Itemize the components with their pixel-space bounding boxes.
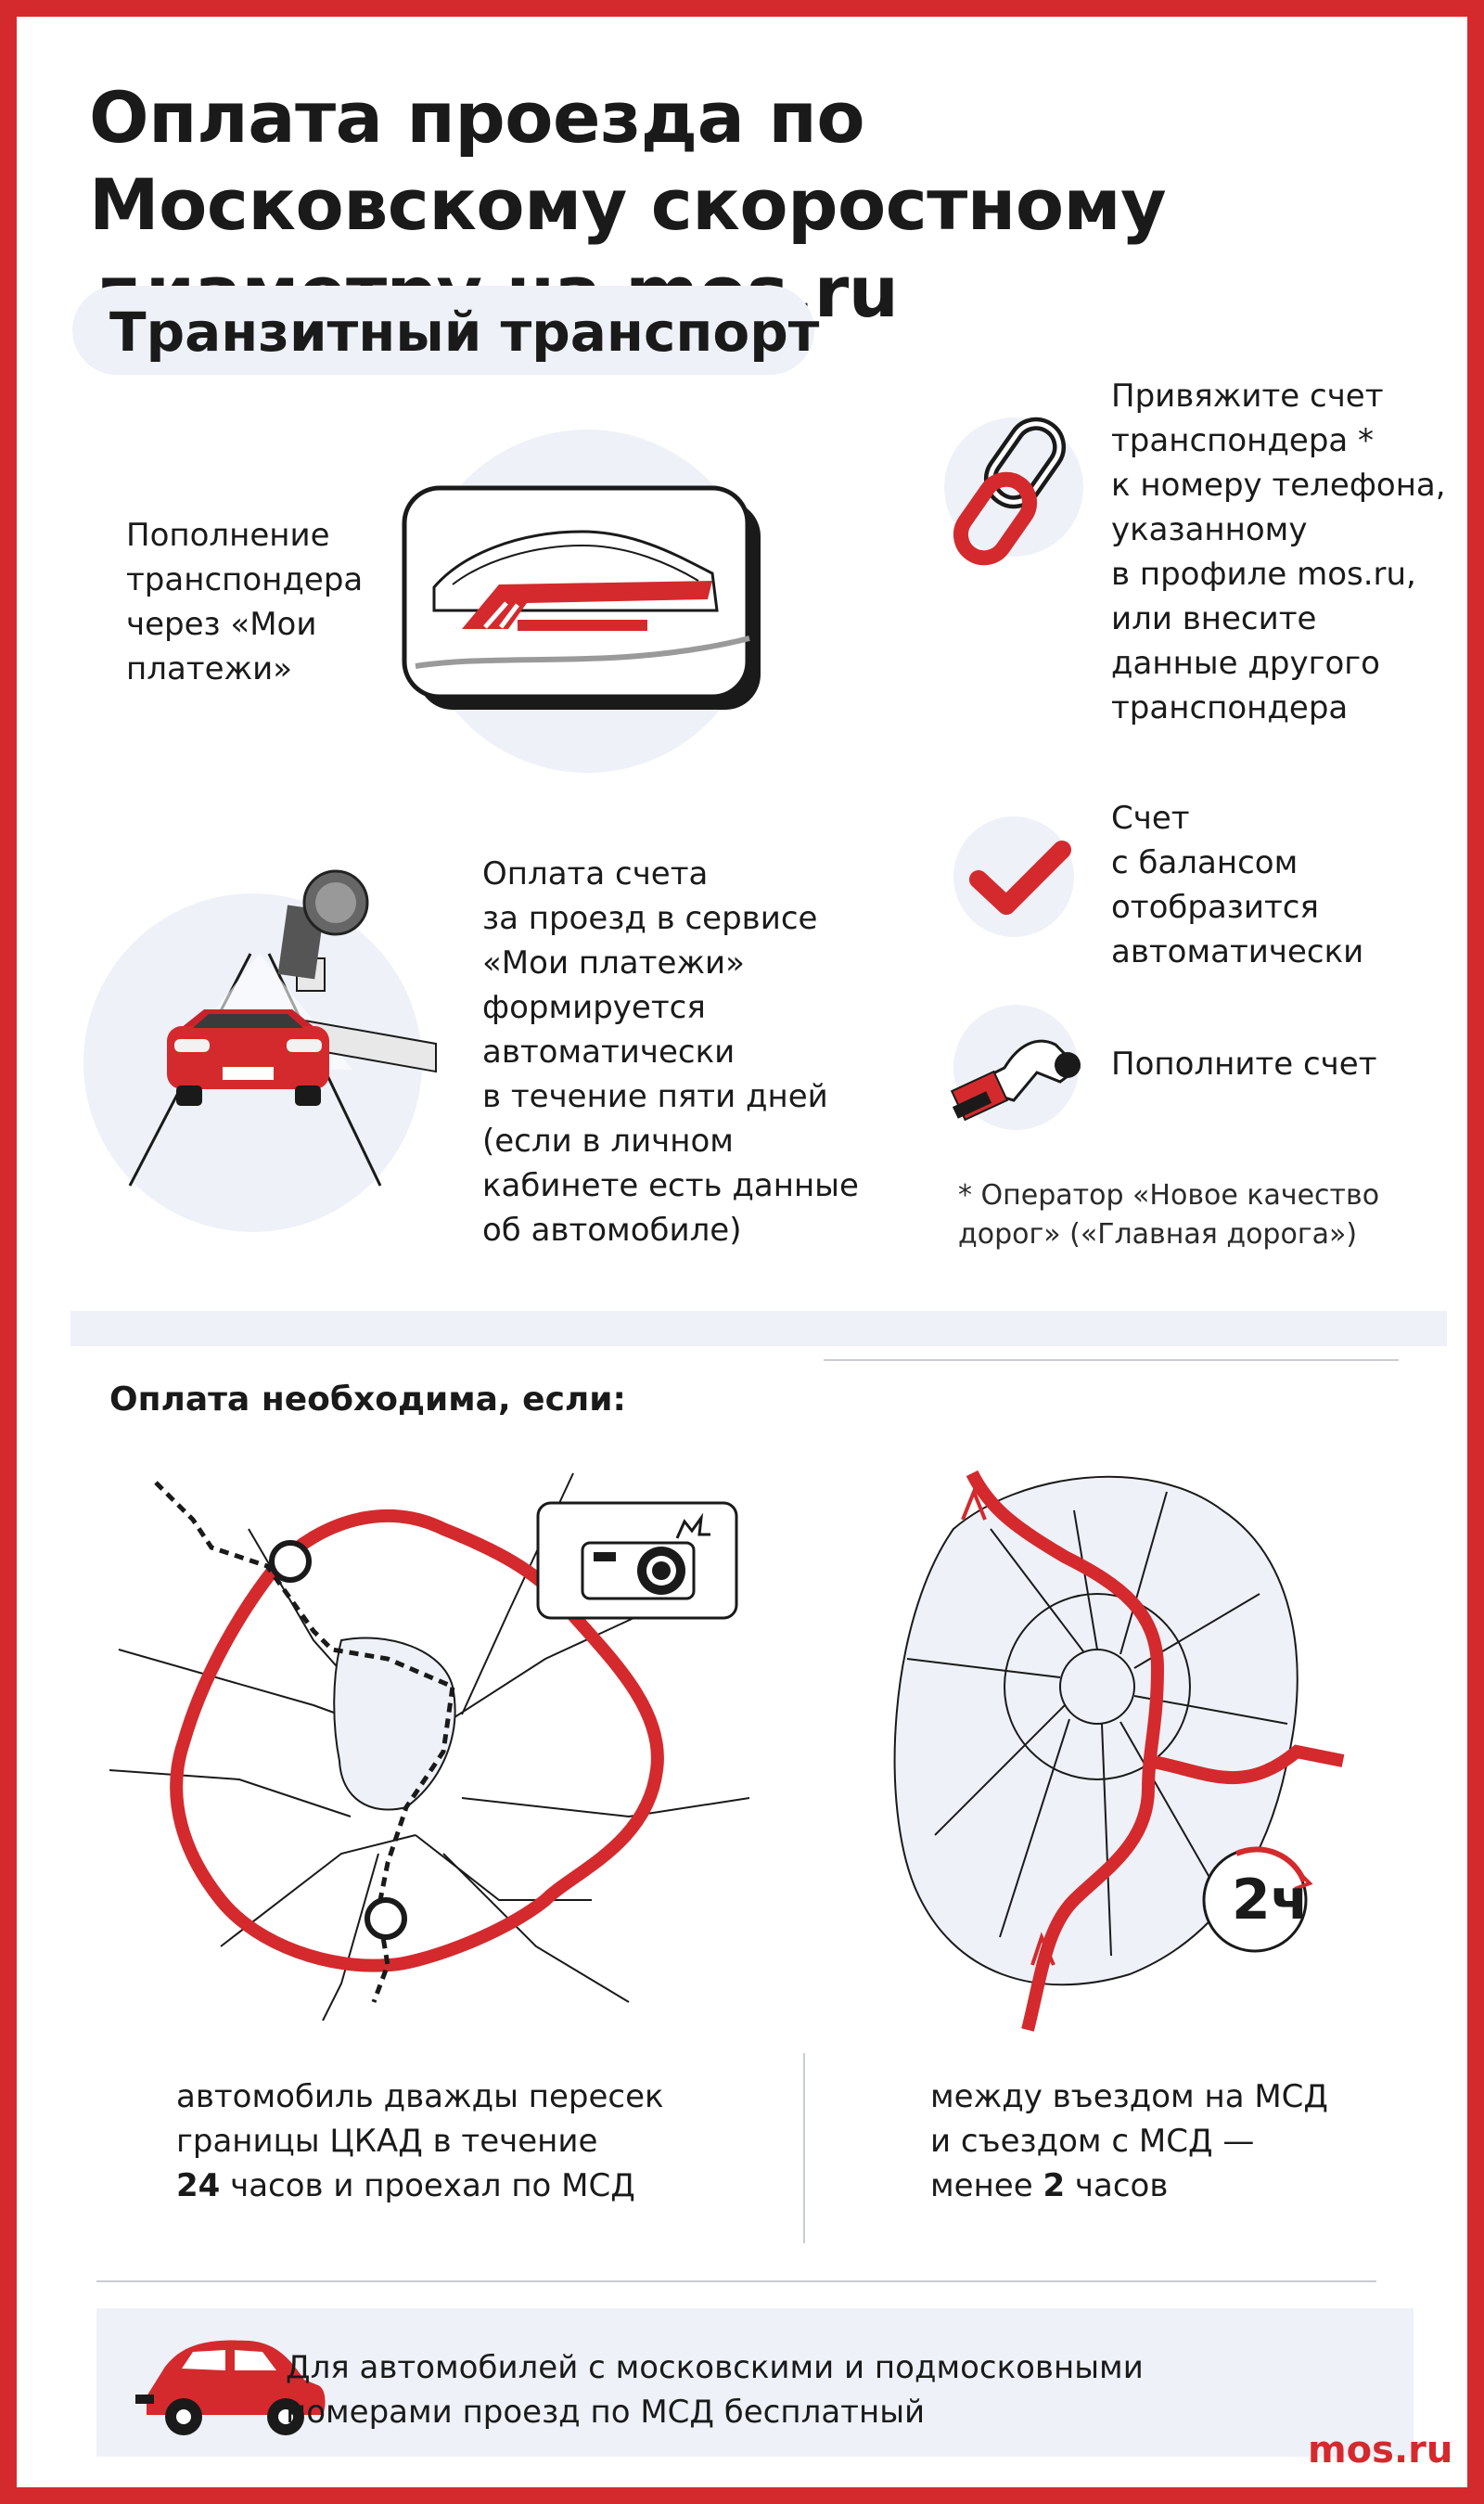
step-balance-shown: Счет с балансом отобразится автоматическ…	[1111, 800, 1364, 970]
condition-right-a: между въездом на МСД и съездом с МСД — м…	[930, 2078, 1328, 2204]
footnote: * Оператор «Новое качество дорог» («Глав…	[958, 1179, 1380, 1251]
transponder-icon	[402, 485, 761, 710]
bottom-banner	[96, 2308, 1414, 2457]
condition-left-hours: 24	[176, 2167, 221, 2204]
condition-right-b: часов	[1065, 2167, 1169, 2204]
checkmark-icon	[969, 841, 1071, 915]
section-strip	[70, 1311, 1447, 1346]
free-travel-note: Для автомобилей с московскими и подмоско…	[286, 2349, 1144, 2431]
subtitle-pill: Транзитный транспорт	[72, 286, 819, 375]
clock-label: 2ч	[1232, 1868, 1309, 1933]
msd-route-map	[893, 1470, 1345, 2032]
condition-left-b: часов и проехал по МСД	[220, 2167, 635, 2204]
step-topup-account: Пополните счет	[1111, 1046, 1377, 1083]
clock-icon	[1202, 1846, 1313, 1953]
subtitle: Транзитный транспорт	[109, 301, 820, 364]
tskad-ring-map	[109, 1472, 750, 2021]
conditions-heading: Оплата необходима, если:	[109, 1380, 626, 1419]
step-auto-invoice: Оплата счета за проезд в сервисе «Мои пл…	[482, 855, 859, 1249]
chain-link-icon	[953, 417, 1067, 566]
vertical-divider	[803, 2053, 805, 2243]
car-icon	[135, 2340, 326, 2435]
dashcam-icon	[536, 1501, 738, 1620]
brand-logo-text[interactable]: mos.ru	[1308, 2429, 1453, 2472]
condition-left: автомобиль дважды пересек границы ЦКАД в…	[176, 2074, 664, 2208]
condition-right-hours: 2	[1043, 2167, 1066, 2204]
section-rule	[824, 1359, 1399, 1361]
footer-rule	[96, 2280, 1376, 2282]
condition-left-a: автомобиль дважды пересек границы ЦКАД в…	[176, 2078, 664, 2160]
hand-coin-icon	[950, 1039, 1081, 1122]
camera-gantry-icon	[128, 869, 437, 1187]
step-topup-transponder: Пополнение транспондера через «Мои плате…	[126, 517, 364, 687]
step-link-account: Привяжите счет транспондера * к номеру т…	[1111, 378, 1446, 726]
condition-right: между въездом на МСД и съездом с МСД — м…	[930, 2074, 1328, 2208]
